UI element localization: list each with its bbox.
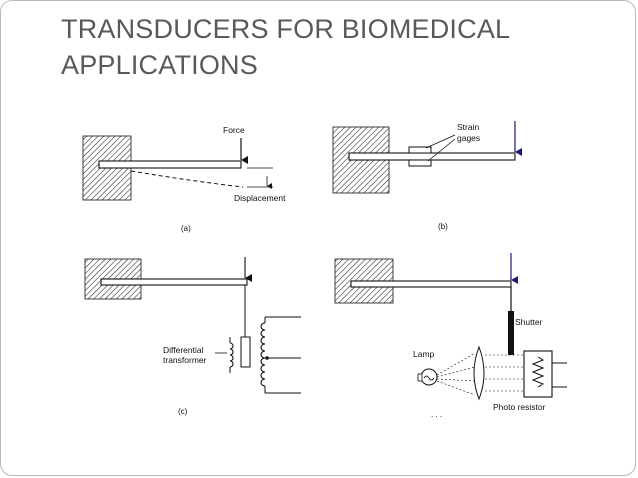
beam-c bbox=[100, 278, 248, 286]
force-label: Force bbox=[223, 125, 245, 135]
diff-transformer-label-1: Differential bbox=[163, 345, 204, 355]
strain-label-2: gages bbox=[457, 133, 480, 143]
photo-resistor-zigzag bbox=[531, 356, 545, 388]
diff-transformer-label-2: transformer bbox=[163, 355, 207, 365]
beam-d bbox=[350, 280, 512, 288]
shutter-blade bbox=[508, 311, 514, 355]
deflected-beam-a bbox=[130, 170, 244, 188]
caption-c: (c) bbox=[178, 407, 188, 416]
strain-label-1: Strain bbox=[457, 122, 479, 132]
panel-b: Strain gages (b) bbox=[332, 121, 522, 231]
photo-resistor-label: Photo resistor bbox=[493, 402, 546, 412]
secondary-coil-lower bbox=[260, 357, 266, 387]
gage-leader-1 bbox=[425, 134, 456, 149]
secondary-coil-upper bbox=[260, 322, 266, 359]
lamp-bulb-icon bbox=[420, 368, 438, 386]
lens-icon bbox=[473, 345, 485, 401]
slide-title: TRANSDUCERS FOR BIOMEDICAL APPLICATIONS bbox=[61, 14, 510, 80]
caption-a: (a) bbox=[181, 224, 191, 233]
gage-leader-2 bbox=[427, 138, 456, 162]
displacement-label: Displacement bbox=[234, 193, 286, 203]
caption-b: (b) bbox=[438, 222, 448, 231]
light-rays bbox=[436, 352, 523, 396]
caption-d: . . . bbox=[431, 410, 442, 419]
panel-c: Differential transformer (c) bbox=[84, 257, 301, 416]
primary-coil bbox=[229, 342, 234, 368]
lamp-label: Lamp bbox=[413, 349, 435, 359]
beam-b bbox=[348, 152, 516, 161]
panel-a: Force Displacement (a) bbox=[82, 125, 286, 233]
beam-a bbox=[98, 160, 242, 169]
lamp-base bbox=[417, 373, 423, 382]
transformer-core bbox=[240, 336, 251, 368]
shutter-label: Shutter bbox=[515, 317, 543, 327]
strain-gage-top bbox=[408, 146, 432, 154]
panel-d: Shutter Lamp Photo bbox=[334, 253, 567, 419]
strain-gage-bottom bbox=[408, 159, 432, 167]
lamp-filament bbox=[423, 375, 435, 381]
